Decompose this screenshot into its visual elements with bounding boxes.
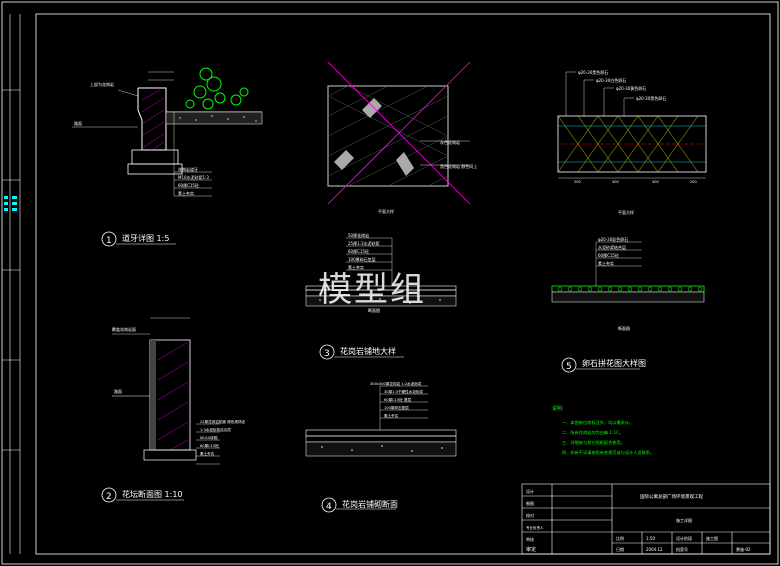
d2-label-a: 25厚花岗岩贴面 颜色现场定 (200, 419, 246, 424)
tb-scale-value: 1:50 (646, 536, 655, 541)
plan2-dim-b: 400 (612, 180, 619, 184)
d1-label-a: 花岗岩道牙 (178, 166, 198, 172)
d4-title: 花岗岩铺砌断面 (342, 499, 398, 509)
plan2-label-b: φ20-30白色卵石 (596, 77, 626, 83)
plan2-dim-c: 400 (652, 180, 659, 184)
d3-label-a: 50厚花岗岩 (348, 232, 369, 238)
d1-title: 道牙详图 1:5 (122, 233, 169, 243)
notes-item-2: 二、所有花岗岩均为白麻 1:1C。 (562, 429, 623, 436)
tb-row-5: 审核 (526, 536, 534, 542)
tb-row-3: 校对 (526, 512, 534, 518)
d5-label-c: 60厚C15砼 (598, 252, 619, 258)
d1-number: 1 (106, 236, 112, 246)
tb-drawing: 施工详图 (676, 517, 692, 523)
notes-item-3: 三、详细修与其它图纸配合使用。 (562, 439, 625, 446)
d2-label-c: MU10砖砌 (200, 435, 218, 440)
inner-frame (35, 13, 771, 555)
d4-label-b: 30厚1:3干硬性水泥砂浆 (384, 389, 424, 394)
d2-title: 花坛断面图 1:10 (122, 489, 183, 499)
tb-row-1: 设计 (526, 488, 534, 494)
plan-label-a: 灰色花岗岩 (440, 139, 460, 145)
plan-caption: 平面大样 (378, 208, 394, 214)
tb-phase-label: 设计阶段 (676, 535, 692, 541)
detail-2-planter: 覆盖花岗岩面 路面 25厚花岗岩贴面 颜色现场定 1:3水泥砂浆结合层 MU10… (101, 317, 246, 503)
d3-number: 3 (324, 349, 330, 359)
d1-label-c: 60厚C15砼 (178, 182, 199, 188)
d3-label-c: 60厚C15砼 (348, 248, 369, 254)
d1-label-b: M10水泥砂浆1:3 (178, 174, 209, 180)
detail-4-section: 300x300厚花岗岩 1:2水泥砂浆 30厚1:3干硬性水泥砂浆 60厚C15… (305, 381, 457, 513)
title-block (521, 483, 771, 555)
plan-label-b: 黑色花岗岩 颜色同上 (440, 163, 477, 169)
d2-label-d: 60厚C15砼 (200, 443, 219, 448)
d3-label-e: 素土夯实 (348, 264, 364, 270)
binding-marks (4, 196, 17, 211)
tb-phase-value: 施工图 (706, 535, 718, 541)
tb-row-2: 制图 (526, 500, 534, 506)
tb-row-6: 审定 (526, 546, 536, 553)
d4-number: 4 (326, 502, 332, 512)
plan2-caption: 平面大样 (618, 209, 634, 215)
detail-3-section: 50厚花岗岩 25厚1:3水泥砂浆 60厚C15砼 100厚碎石垫层 素土夯实 … (305, 232, 457, 360)
d5-number: 5 (566, 362, 572, 372)
notes: 说明: 一、本图单位除标注外，均以毫米计。 二、所有花岗岩均为白麻 1:1C。 … (552, 405, 654, 456)
d3-title: 花岗岩铺地大样 (340, 346, 396, 356)
d2-label-top: 覆盖花岗岩面 (112, 326, 136, 332)
plan-pebble: φ20-30黑色卵石 φ20-30白色卵石 φ20-30黄色卵石 φ20-30黑… (557, 69, 707, 215)
d5-label-d: 素土夯实 (598, 260, 614, 266)
tb-row-4: 专业负责人 (526, 525, 544, 530)
notes-heading: 说明: (552, 405, 564, 412)
binding-strip (2, 14, 21, 554)
tb-scale-label: 比例 (616, 535, 624, 541)
detail-1-curb: 上部为花岗岩 路面 花岗岩道牙 M10水泥砂浆1:3 60厚C15砼 素土夯实 … (72, 67, 263, 247)
d4-label-e: 素土夯实 (384, 413, 399, 418)
d4-label-d: 100厚碎石垫层 (384, 405, 409, 410)
d3-sublabel: 断面图 (368, 307, 380, 313)
d2-number: 2 (106, 492, 112, 502)
plan2-dim-d: 200 (690, 180, 697, 184)
d5-sublabel: 断面图 (618, 325, 630, 331)
notes-item-1: 一、本图单位除标注外，均以毫米计。 (562, 419, 633, 426)
plan2-label-a: φ20-30黑色卵石 (578, 69, 608, 75)
d1-label-top: 上部为花岗岩 (90, 81, 114, 87)
d5-label-b: 水泥砂浆结合层 (598, 244, 626, 250)
tb-date-label: 日期 (616, 546, 624, 552)
tb-project: 国际公寓总部广场环境景观工程 (640, 493, 703, 500)
d5-label-a: φ20-30彩色卵石 (598, 236, 628, 242)
plan2-label-d: φ20-30黑色卵石 (636, 95, 666, 101)
tb-date-value: 2004.12 (646, 547, 663, 552)
notes-item-4: 四、如有不详请参照有关规范或与设计人员联系。 (562, 449, 654, 456)
watermark: 模型组 (318, 270, 426, 310)
d4-label-c: 60厚C15砼 基层 (384, 397, 412, 402)
d4-label-a: 300x300厚花岗岩 1:2水泥砂浆 (370, 381, 422, 386)
d2-label-road: 路面 (114, 388, 122, 394)
d2-label-e: 素土夯实 (200, 451, 215, 456)
plan2-dim-a: 200 (574, 180, 581, 184)
d3-label-d: 100厚碎石垫层 (348, 256, 376, 262)
shrub-icon (185, 67, 249, 110)
detail-5-section: φ20-30彩色卵石 水泥砂浆结合层 60厚C15砼 素土夯实 断面图 5 卵石… (551, 236, 705, 373)
d1-label-road: 路面 (74, 120, 82, 126)
d1-label-d: 素土夯实 (178, 190, 194, 196)
tb-sheet-value: 景施-02 (736, 546, 751, 552)
plan2-label-c: φ20-30黄色卵石 (616, 85, 646, 91)
plan-herringbone: 灰色花岗岩 黑色花岗岩 颜色同上 平面大样 (327, 61, 477, 214)
d2-label-b: 1:3水泥砂浆结合层 (200, 427, 231, 432)
tb-no-label: 档案号 (676, 546, 688, 552)
d3-label-b: 25厚1:3水泥砂浆 (348, 240, 380, 246)
d5-title: 卵石拼花图大样图 (582, 358, 646, 368)
